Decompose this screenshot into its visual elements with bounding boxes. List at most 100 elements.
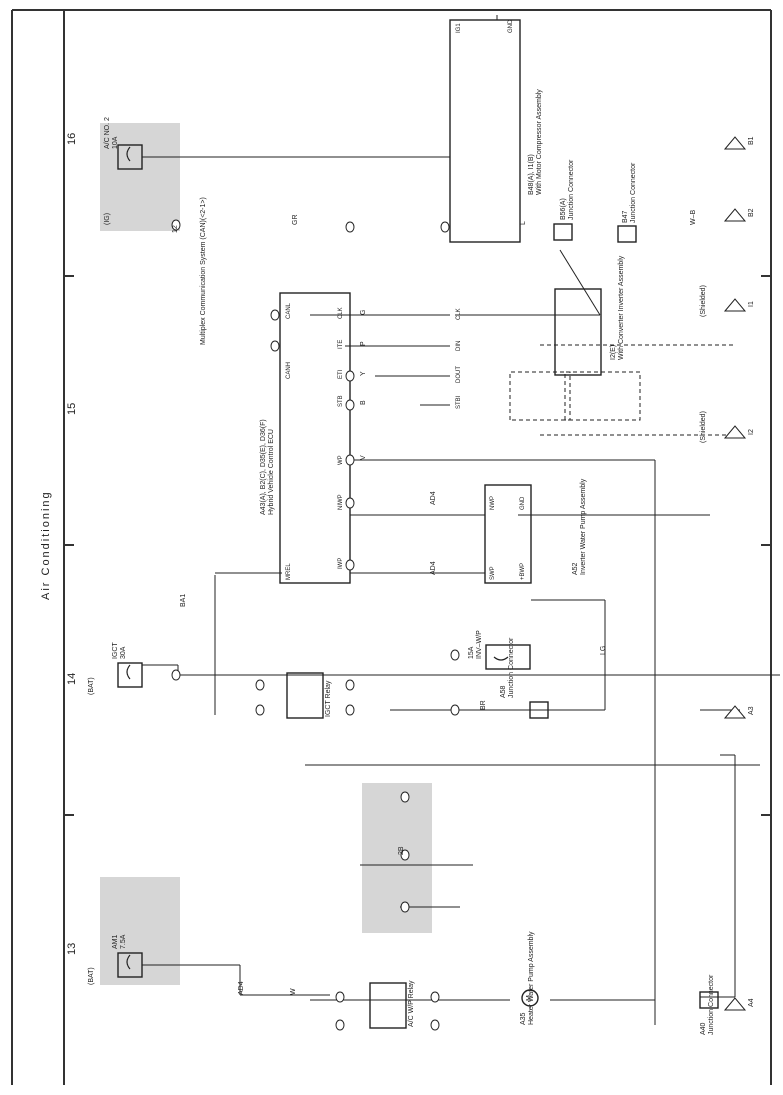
- fuse-invwp-name: INV–W/P: [476, 630, 483, 659]
- ground-i2-note: (Shielded): [700, 411, 707, 443]
- heater-pump-ref: A35: [520, 1012, 527, 1025]
- comp-pin-stbi: STBI: [456, 395, 462, 409]
- wp-pin-gnd: GND: [520, 496, 526, 510]
- connector-2b: 2B: [398, 846, 405, 855]
- connector-2b-shade: [362, 783, 432, 933]
- jc-b56: [553, 223, 573, 241]
- connector-ad4-c: AD4: [238, 981, 245, 995]
- fuse-ac-pin: 12: [172, 225, 179, 233]
- fuse-am1-rating: 7.5A: [120, 934, 127, 949]
- ecu-ref: A43(A), B2(C), D35(E), D36(F): [260, 419, 267, 515]
- fuse-invwp-symbol: [485, 644, 531, 670]
- jc-a40-ref: A40: [700, 1022, 707, 1035]
- ground-a3: A3: [748, 706, 755, 715]
- wire-br: BR: [480, 700, 487, 710]
- ecu-pin-ite: ITE: [338, 339, 344, 349]
- fuse-igct-name: IGCT: [112, 642, 119, 659]
- jc-a40: [699, 991, 719, 1009]
- ecu-pin-clk: CLK: [338, 307, 344, 319]
- wire-b: B: [360, 400, 367, 405]
- connector-ad4-a: AD4: [430, 491, 437, 505]
- heater-pump-motor: [521, 989, 539, 1007]
- ecu-pin-niwp: NIWP: [338, 494, 344, 510]
- wp-pin-bwp: +BWP: [520, 562, 526, 580]
- comp-pin-gnd: GND: [508, 19, 514, 33]
- jc-a58-name: Junction Connector: [508, 637, 515, 698]
- wire-y: Y: [360, 371, 367, 376]
- grid-label-13: 13: [66, 942, 78, 955]
- grid-label-15: 15: [66, 402, 78, 415]
- heater-pump-name: Heater Water Pump Assembly: [528, 931, 535, 1026]
- ground-b1: B1: [748, 136, 755, 145]
- igct-relay-body: [286, 672, 324, 719]
- pin-circles: [171, 219, 460, 1031]
- jc-b47: [617, 225, 637, 243]
- wire-g: G: [360, 309, 367, 315]
- jc-a58-ref: A58: [500, 685, 507, 698]
- wp-pin-nwp: NWP: [490, 496, 496, 510]
- comp-pin-clk: CLK: [456, 308, 462, 320]
- compressor-name: With Motor Compressor Assembly: [536, 89, 543, 195]
- water-pump-body: [484, 484, 532, 584]
- ecu-pin-stb: STB: [338, 395, 344, 407]
- fuse-ac-source: (IG): [104, 212, 111, 225]
- ground-i1-note: (Shielded): [700, 285, 707, 317]
- page-title: Air Conditioning: [40, 490, 52, 600]
- ecu-pin-wp: WP: [338, 455, 344, 465]
- water-pump-ref: A52: [572, 562, 579, 575]
- fuse-ac-name: A/C NO. 2: [104, 117, 111, 149]
- fuse-am1-source: (BAT): [88, 967, 95, 985]
- jc-b47-ref: B47: [622, 210, 629, 223]
- fuse-igct-symbol: [117, 662, 143, 688]
- connector-ad4-b: AD4: [430, 561, 437, 575]
- ground-b2: B2: [748, 208, 755, 217]
- fuse-ac-rating: 10A: [112, 136, 119, 149]
- wire-p: P: [360, 341, 367, 346]
- wire-l: L: [520, 221, 527, 225]
- wire-wb: W–B: [690, 209, 697, 225]
- acwp-relay-body: [369, 982, 407, 1029]
- ground-a4: A4: [748, 998, 755, 1007]
- wire-lg: LG: [600, 645, 607, 655]
- compressor-body: [449, 19, 521, 243]
- grid-label-16: 16: [66, 132, 78, 145]
- wire-gr: GR: [292, 214, 299, 226]
- comp-pin-din: DIN: [456, 340, 462, 351]
- comp-pin-dout: DOUT: [456, 366, 462, 383]
- inverter-ref: I2(E): [610, 344, 617, 360]
- igct-relay-label: IGCT Relay: [325, 680, 332, 717]
- ecu-pin-mrel: MREL: [286, 563, 292, 580]
- wire-v: V: [360, 455, 367, 460]
- multiplex-label: Multiplex Communication System (CAN)(<2-…: [200, 197, 207, 345]
- fuse-am1-shade: [100, 877, 180, 985]
- ecu-body: [279, 292, 351, 584]
- fuse-igct-source: (BAT): [88, 677, 95, 695]
- jc-b47-name: Junction Connector: [630, 162, 637, 223]
- jc-b56-ref: B56(A): [560, 198, 567, 220]
- water-pump-name: Inverter Water Pump Assembly: [580, 478, 587, 575]
- wp-pin-swp: SWP: [490, 566, 496, 580]
- comp-pin-ig1: IG1: [456, 23, 462, 33]
- jc-b56-name: Junction Connector: [568, 159, 575, 220]
- inverter-name: With Converter Inverter Assembly: [618, 255, 625, 360]
- fuse-ac-no2-shade: [100, 123, 180, 231]
- connector-ba1: BA1: [180, 593, 187, 607]
- fuse-invwp-rating: 15A: [468, 646, 475, 659]
- ecu-name: Hybrid Vehicle Control ECU: [268, 429, 275, 515]
- ecu-pin-iwp: IWP: [338, 557, 344, 569]
- fuse-am1-name: AM1: [112, 934, 119, 949]
- compressor-ref: B48(A), I1(B): [528, 154, 535, 195]
- ecu-pin-canl: CANL: [286, 302, 292, 319]
- heater-pump-symbol: M: [526, 995, 533, 1001]
- inverter-body: [554, 288, 602, 376]
- acwp-relay-label: A/C W/P Relay: [408, 980, 415, 1027]
- ground-symbols: [723, 136, 747, 1011]
- wire-w: W: [290, 988, 297, 995]
- ecu-pin-eti: ETI: [338, 369, 344, 379]
- ground-i1: I1: [748, 301, 755, 307]
- fuse-igct-rating: 30A: [120, 646, 127, 659]
